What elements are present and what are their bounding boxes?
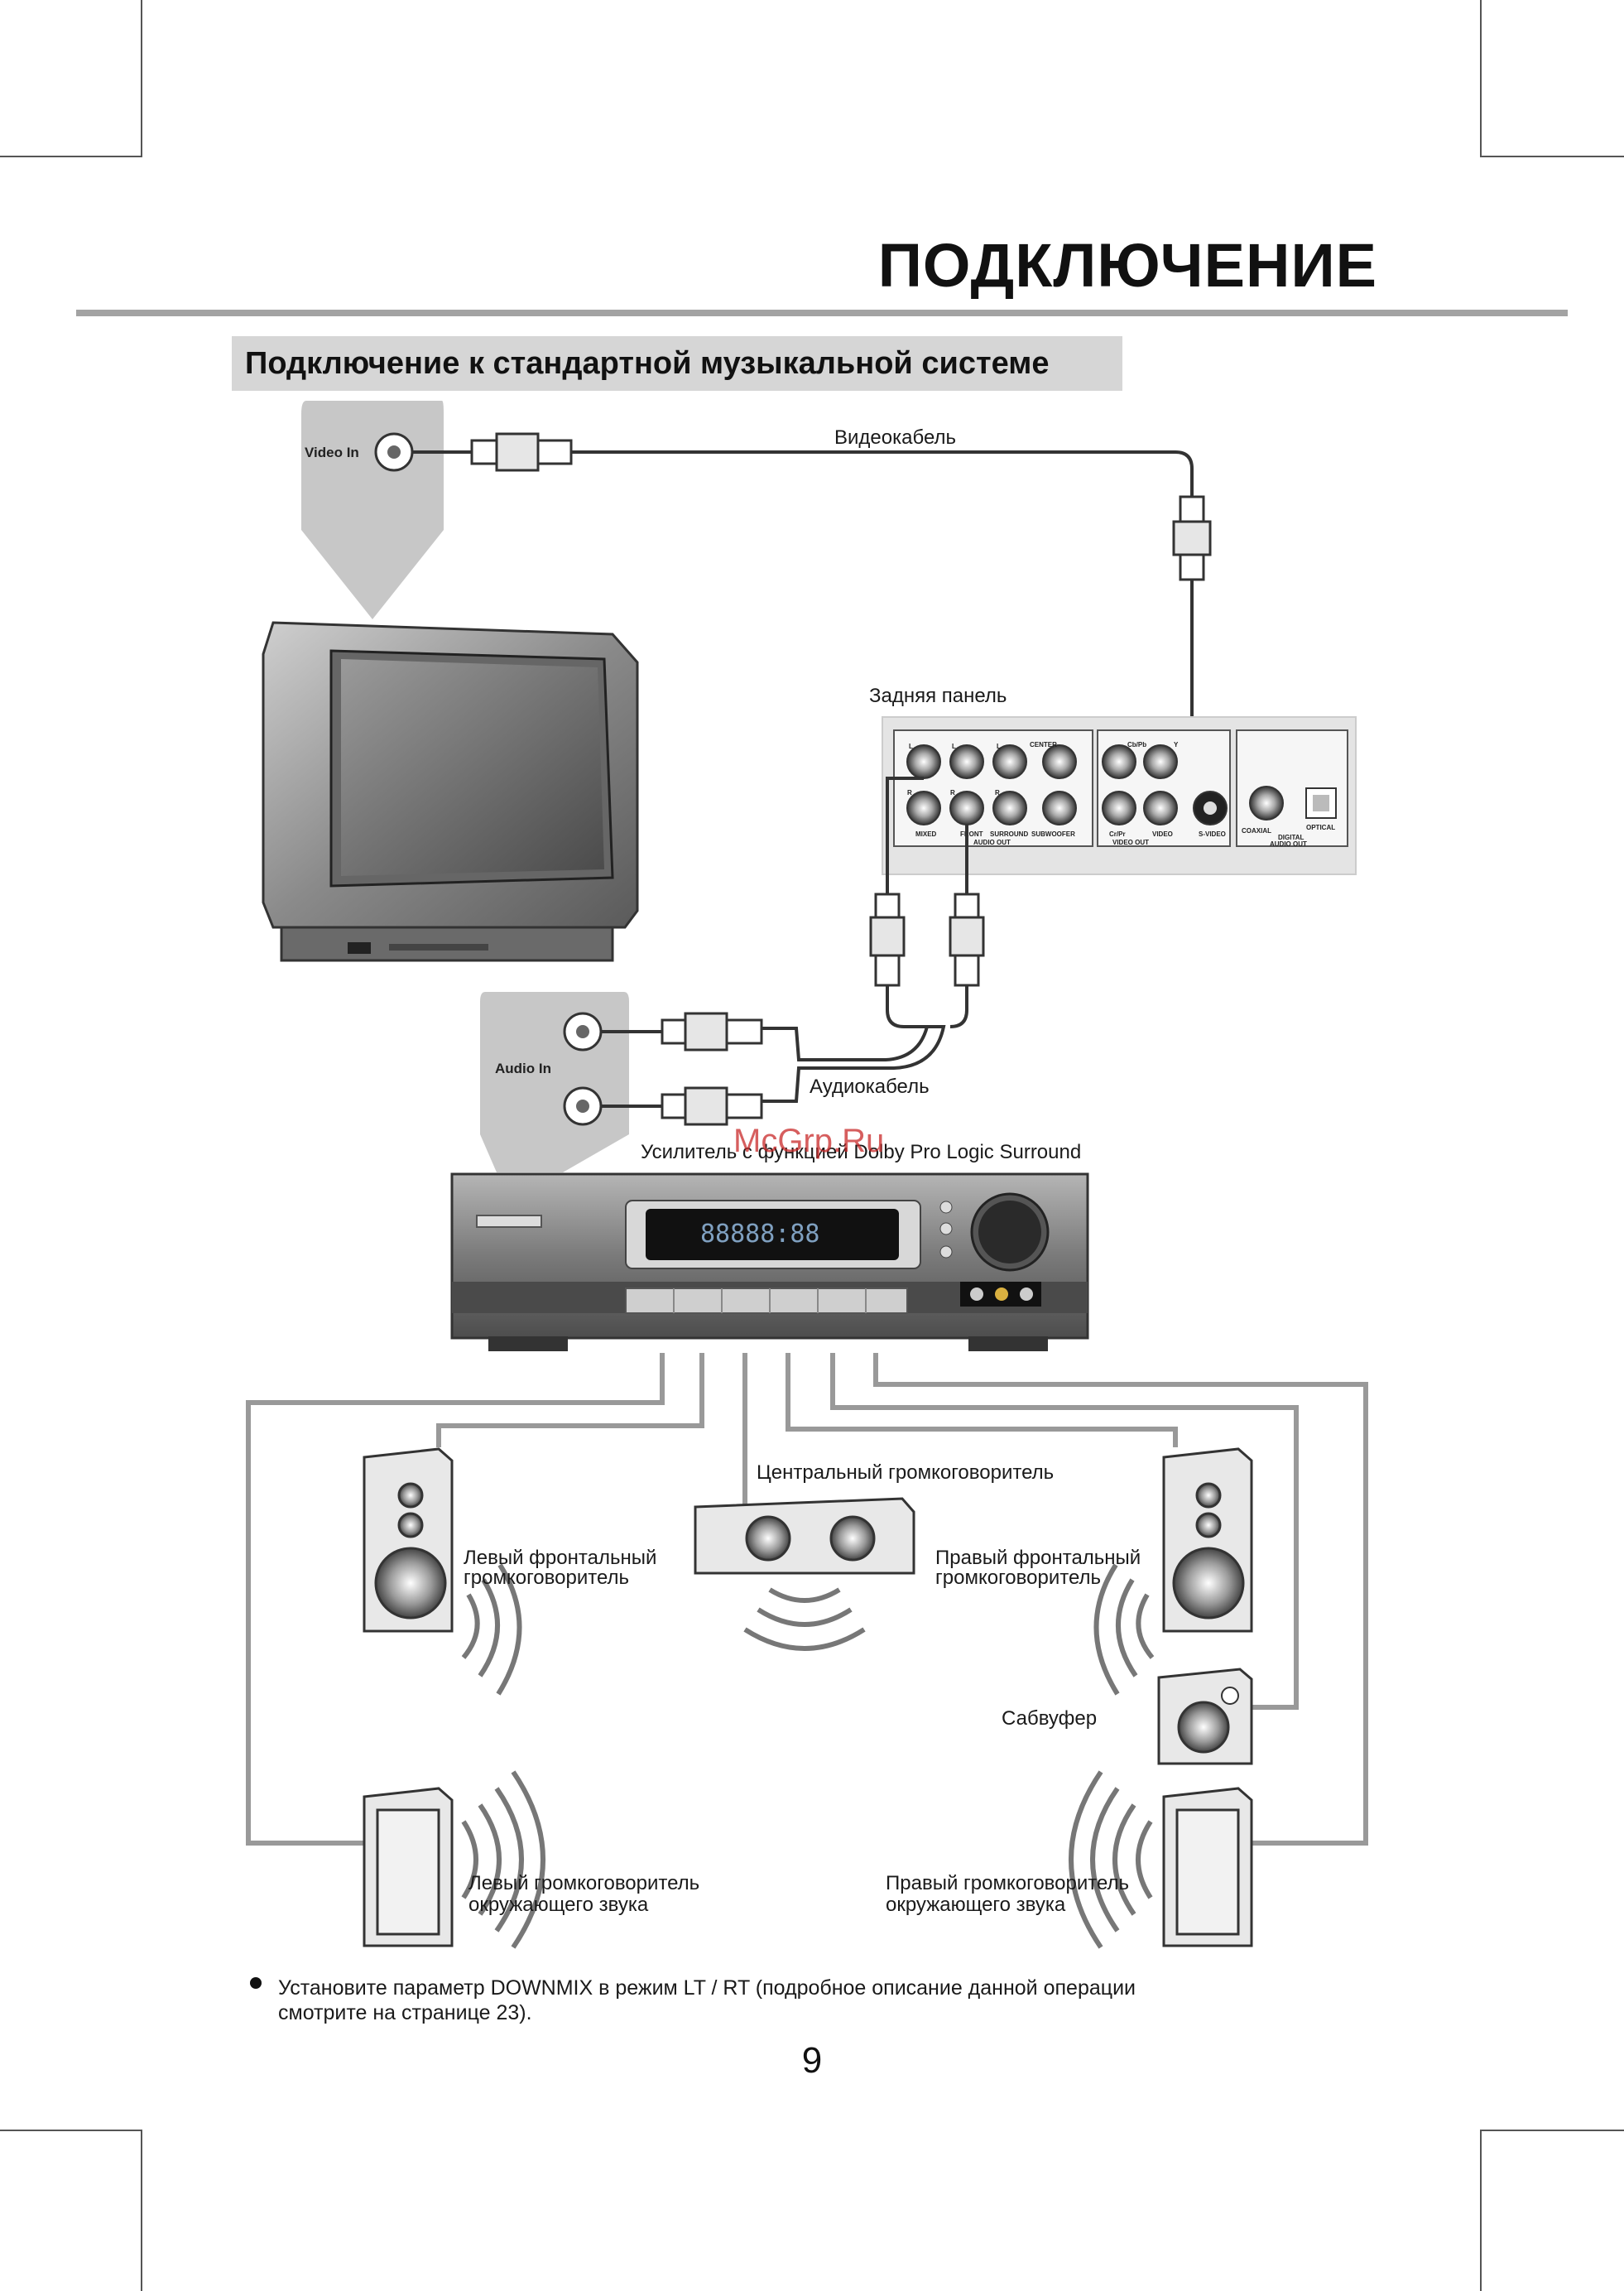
crop-mark [1480,0,1482,157]
panel-label-l: L [909,743,913,750]
left-surround-label-line1: Левый громкоговоритель [468,1872,699,1894]
crop-mark [0,156,142,157]
video-out-jacks [1102,744,1228,825]
crop-mark [1480,2130,1624,2131]
left-front-label-line1: Левый фронтальный [464,1547,656,1569]
crop-mark [0,2130,142,2131]
note: Установите параметр DOWNMIX в режим LT /… [248,1976,1324,2025]
audio-cable [762,778,968,1103]
subwoofer-label: Сабвуфер [1002,1707,1097,1730]
panel-label-coaxial: COAXIAL [1242,827,1271,835]
digital-out-jacks [1249,786,1337,821]
audio-out-jacks [906,744,1077,825]
panel-label-audio-out: AUDIO OUT [973,839,1011,846]
video-plug-left [470,432,573,472]
panel-label-r: R [995,789,1000,797]
left-front-label-line2: громкоговоритель [464,1567,629,1589]
left-surround-label-line2: окружающего звука [468,1894,649,1916]
panel-label-video-out: VIDEO OUT [1112,839,1149,846]
section-title: Подключение к стандартной музыкальной си… [245,345,1050,381]
right-surround-label-line2: окружающего звука [886,1894,1066,1916]
bullet-icon [250,1977,262,1989]
crop-mark [1480,2130,1482,2291]
audio-in-callout: Audio In [480,992,629,1172]
note-line1: Установите параметр DOWNMIX в режим LT /… [278,1976,1136,2000]
panel-label-center: CENTER [1030,741,1057,748]
panel-label-video: VIDEO [1152,830,1173,838]
panel-label-digital-audio-out: AUDIO OUT [1270,840,1307,848]
title-divider [76,310,1568,316]
panel-label-front: FRONT [960,830,983,838]
video-cable-label: Видеокабель [834,426,956,449]
tv-set [262,621,639,962]
panel-label-l: L [952,743,956,750]
panel-label-digital: DIGITAL [1278,834,1304,841]
left-front-speaker [363,1447,522,1696]
crop-mark [141,0,142,157]
left-surround-speaker [363,1770,545,1949]
rear-panel: L L L CENTER Cb/Pb Y R R R MIXED FRONT S… [882,716,1357,875]
panel-label-mixed: MIXED [915,830,937,838]
watermark: McGrp.Ru [733,1123,885,1159]
right-front-speaker [1093,1447,1253,1696]
panel-label-subwoofer: SUBWOOFER [1031,830,1075,838]
subwoofer [1157,1668,1253,1765]
section-header: Подключение к стандартной музыкальной си… [232,336,1122,391]
panel-label-surround: SURROUND [990,830,1028,838]
video-in-callout: Video In [301,401,444,619]
speaker-cables [246,1353,1368,1846]
right-surround-speaker [1069,1770,1253,1949]
page-title: ПОДКЛЮЧЕНИЕ [877,231,1377,300]
crop-mark [1480,156,1624,157]
panel-label-crpr: Cr/Pr [1109,830,1126,838]
svg-text:88888:88: 88888:88 [700,1220,820,1249]
panel-label-l: L [997,743,1001,750]
audio-in-label: Audio In [495,1061,551,1076]
panel-label-y: Y [1174,741,1179,748]
panel-label-r: R [950,789,955,797]
audio-cable-label: Аудиокабель [810,1076,930,1098]
rear-panel-label: Задняя панель [869,685,1007,707]
panel-label-r: R [907,789,912,797]
right-front-label-line2: громкоговоритель [935,1567,1101,1589]
video-plug-right [1172,495,1212,581]
center-speaker [694,1497,915,1651]
crop-mark [141,2130,142,2291]
note-line2: смотрите на странице 23). [278,2001,532,2024]
panel-label-svideo: S-VIDEO [1199,830,1226,838]
audio-plugs-vertical [869,893,985,987]
center-speaker-label: Центральный громкоговоритель [757,1461,1054,1484]
video-in-label: Video In [305,445,359,460]
amplifier-label: Усилитель с функцией Dolby Pro Logic Sur… [641,1141,1081,1163]
right-surround-label-line1: Правый громкоговоритель [886,1872,1129,1894]
page-number: 9 [801,2040,823,2081]
right-front-label-line1: Правый фронтальный [935,1547,1141,1569]
audio-plugs-horizontal [601,1012,763,1126]
amplifier: 88888:88 [450,1172,1089,1351]
panel-label-cbpb: Cb/Pb [1127,741,1146,748]
panel-label-optical: OPTICAL [1306,824,1335,831]
